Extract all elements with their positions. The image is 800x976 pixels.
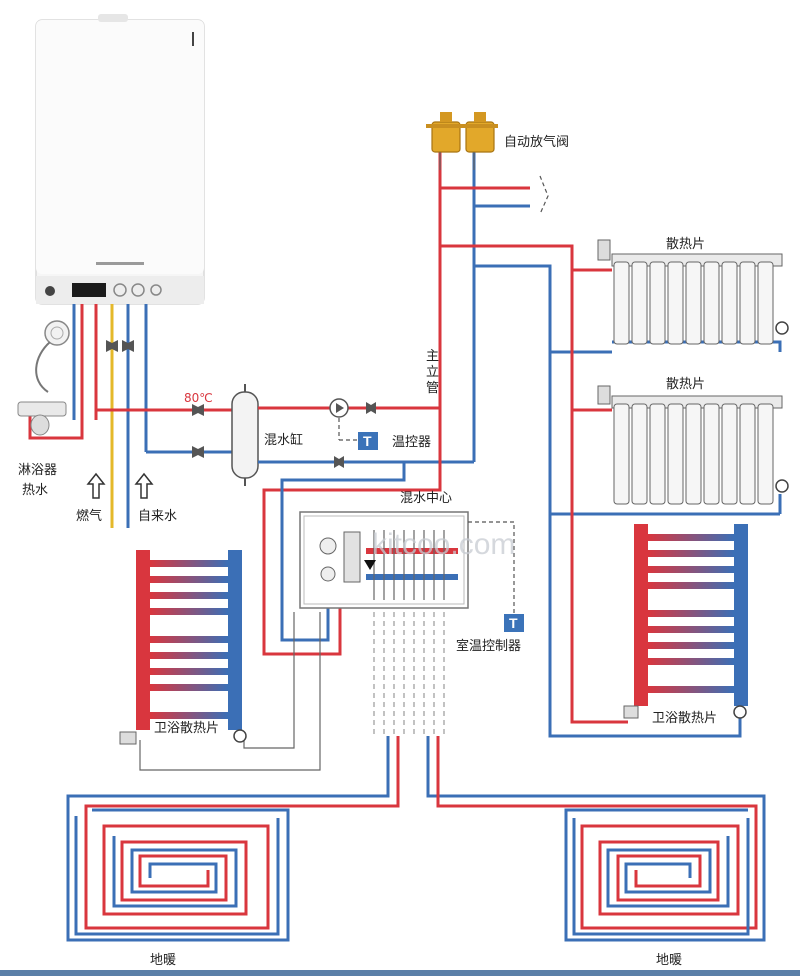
thermostat-label: 温控器	[392, 435, 431, 450]
tap-water-label: 自来水	[138, 509, 177, 524]
floor-heating-coil	[426, 736, 766, 942]
boiler	[35, 14, 205, 305]
mixing-tank-label: 混水缸	[264, 432, 303, 448]
radiator-label: 散热片	[666, 237, 705, 252]
hot-water-label: 热水	[22, 483, 48, 498]
towel-radiator-label: 卫浴散热片	[652, 711, 717, 726]
pump-icon	[329, 398, 349, 418]
radiator-icon	[597, 385, 789, 505]
t-mark: T	[363, 433, 372, 449]
room-controller-label: 室温控制器	[456, 638, 521, 654]
shower-head-icon	[17, 320, 70, 436]
valve-icon	[334, 402, 376, 468]
mixing-tank	[231, 384, 259, 486]
mixing-center-label: 混水中心	[400, 491, 452, 506]
valve-icon	[192, 404, 204, 458]
valve-icon	[106, 340, 134, 352]
temperature-label: 80℃	[184, 391, 213, 405]
towel-radiator-label: 卫浴散热片	[154, 721, 219, 736]
main-riser-char: 主	[426, 349, 439, 364]
main-riser-char: 管	[426, 381, 439, 396]
thermostat-icon: T	[358, 432, 378, 450]
radiator-icon	[597, 239, 789, 345]
main-riser-label: 主 立 管	[426, 349, 439, 396]
floor-heating-coil	[66, 736, 400, 942]
bottom-bar	[0, 970, 800, 976]
towel-radiator-icon	[623, 524, 748, 719]
air-vent-icon	[426, 112, 498, 153]
room-controller-icon: T	[504, 614, 524, 632]
t-mark: T	[509, 615, 518, 631]
watermark: kitcoo.com	[372, 528, 515, 561]
arrow-up-icon	[86, 472, 154, 499]
radiator-label: 散热片	[666, 377, 705, 392]
manifold-icon	[299, 511, 469, 609]
floor-heating-label: 地暖	[150, 953, 176, 968]
gas-label: 燃气	[76, 508, 102, 524]
shower-label: 淋浴器	[18, 463, 57, 478]
towel-radiator-icon	[119, 550, 247, 745]
floor-heating-label: 地暖	[656, 953, 682, 968]
main-riser-char: 立	[426, 365, 439, 380]
air-vent-label: 自动放气阀	[504, 134, 569, 150]
